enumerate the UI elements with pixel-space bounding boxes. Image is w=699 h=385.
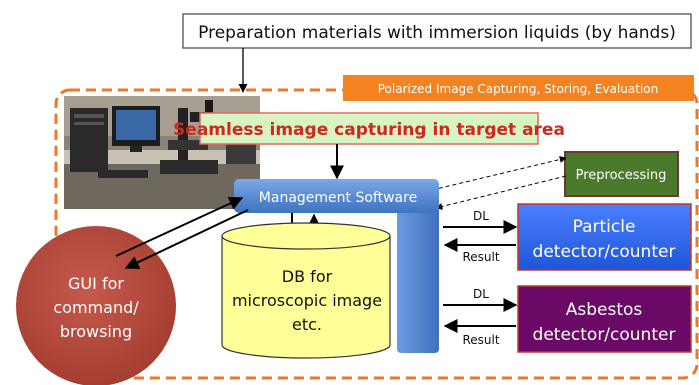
preprocessing-text: Preprocessing bbox=[576, 168, 667, 183]
from-preprocessing-arrow bbox=[435, 175, 567, 210]
preparation-text: Preparation materials with immersion liq… bbox=[198, 23, 676, 43]
particle-line2: detector/counter bbox=[533, 242, 676, 262]
db-line2: microscopic image bbox=[232, 291, 382, 310]
asbestos-line2: detector/counter bbox=[533, 325, 676, 345]
to-preprocessing-arrow bbox=[431, 156, 567, 191]
particle-detector-box: Particle detector/counter bbox=[517, 203, 692, 271]
gui-line1: GUI for bbox=[68, 274, 124, 293]
gui-line3: browsing bbox=[60, 322, 132, 341]
preparation-box: Preparation materials with immersion liq… bbox=[182, 13, 692, 49]
preprocessing-box: Preprocessing bbox=[564, 151, 679, 197]
db-line1: DB for bbox=[282, 267, 333, 286]
db-line3: etc. bbox=[292, 315, 322, 334]
particle-line1: Particle bbox=[573, 217, 636, 237]
result-label-top: Result bbox=[462, 250, 499, 264]
gui-line2: command/ bbox=[53, 298, 139, 317]
management-software: Management Software bbox=[234, 179, 439, 213]
mgmt-to-gui-arrow bbox=[124, 209, 249, 269]
dl-label-top: DL bbox=[473, 209, 489, 223]
gui-circle: GUI for command/ browsing bbox=[16, 226, 176, 385]
result-label-bottom: Result bbox=[462, 333, 499, 347]
asbestos-line1: Asbestos bbox=[566, 300, 643, 320]
seamless-box: Seamless image capturing in target area bbox=[173, 112, 565, 145]
gui-to-mgmt-arrow bbox=[115, 196, 244, 257]
dl-label-bottom: DL bbox=[473, 287, 489, 301]
lab-photo bbox=[64, 96, 260, 209]
asbestos-detector-box: Asbestos detector/counter bbox=[517, 285, 692, 353]
seamless-text: Seamless image capturing in target area bbox=[173, 120, 565, 140]
orange-tag: Polarized Image Capturing, Storing, Eval… bbox=[343, 75, 694, 101]
orange-tag-text: Polarized Image Capturing, Storing, Eval… bbox=[378, 82, 659, 96]
management-column bbox=[397, 189, 439, 353]
management-text: Management Software bbox=[259, 190, 417, 206]
database-cylinder: DB for microscopic image etc. bbox=[221, 222, 391, 359]
